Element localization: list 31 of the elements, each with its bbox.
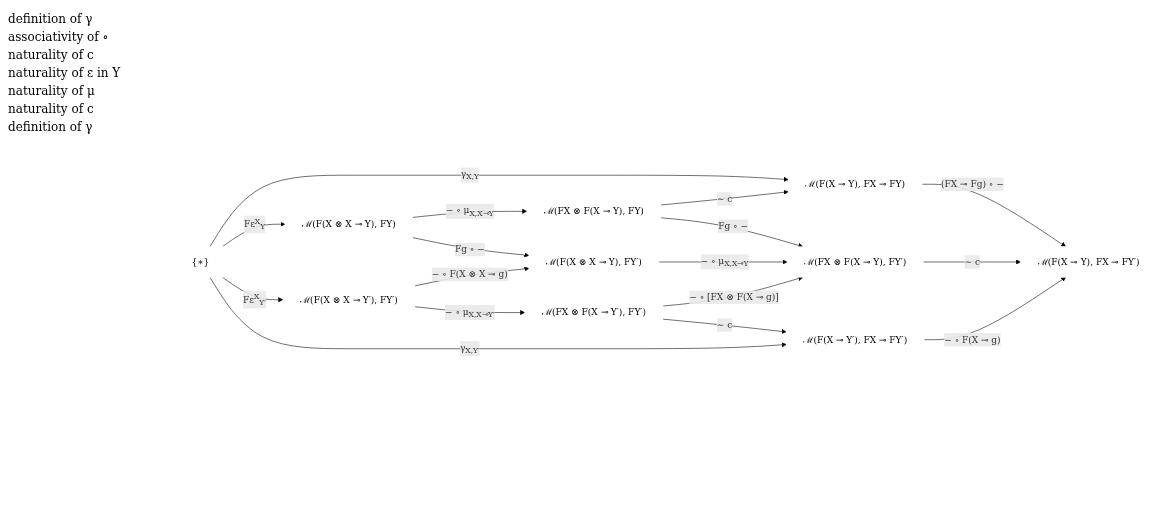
edge-label: − ∘ μ$_{X,X⊸Y}$: [700, 255, 749, 268]
node-text: {∗}: [191, 256, 210, 268]
note-text: naturality of c: [8, 102, 95, 116]
edge-label: (FX ⊸ Fg) ∘ −: [941, 178, 1004, 190]
edge-label: − ∘ F(X ⊸ g): [944, 334, 1001, 345]
edge-label: Fg ∘ −: [454, 243, 485, 255]
node-text: ℳ(F(X ⊗ X ⊸ Y), FY): [301, 218, 396, 230]
note-text: naturality of ε in Y: [8, 66, 122, 80]
node-text: ℳ(F(X ⊸ Y), FX ⊸ FY′): [1037, 256, 1140, 268]
node-text: ℳ(FX ⊗ F(X ⊸ Y′), FY′): [541, 306, 646, 318]
edge-label: ∼ c: [716, 319, 733, 331]
note-text: naturality of μ: [8, 84, 96, 98]
edge-label: − ∘ μ$_{X,X⊸Y′}$: [444, 306, 495, 319]
node-text: ℳ(FX ⊗ F(X ⊸ Y), FY): [543, 205, 644, 217]
note-text: naturality of c: [8, 48, 95, 62]
node-text: ℳ(FX ⊗ F(X ⊸ Y), FY′): [804, 256, 907, 268]
node-text: ℳ(F(X ⊗ X ⊸ Y′), FY′): [299, 294, 398, 305]
edge-label: γ$_{X,Y′}$: [459, 342, 480, 355]
edge-label: ∼ c: [716, 193, 733, 205]
edge-label: − ∘ F(X ⊗ X ⊸ g): [431, 268, 508, 280]
edge-label: − ∘ [FX ⊗ F(X ⊸ g)]: [689, 291, 779, 303]
note-text: associativity of ∘: [8, 30, 110, 44]
edge-label: Fg ∘ −: [718, 220, 748, 232]
node-text: ℳ(F(X ⊸ Y′), FX ⊸ FY′): [803, 334, 908, 345]
node-text: ℳ(F(X ⊗ X ⊸ Y), FY′): [545, 256, 642, 268]
edge-label: ∼ c: [964, 256, 981, 268]
edge-label: γ$_{X,Y}$: [460, 168, 479, 182]
edge-label: − ∘ μ$_{X,X⊸Y}$: [445, 204, 494, 218]
note-text: definition of γ: [8, 12, 94, 26]
note-text: definition of γ: [8, 120, 94, 134]
node-text: ℳ(F(X ⊸ Y), FX ⊸ FY): [805, 178, 906, 190]
